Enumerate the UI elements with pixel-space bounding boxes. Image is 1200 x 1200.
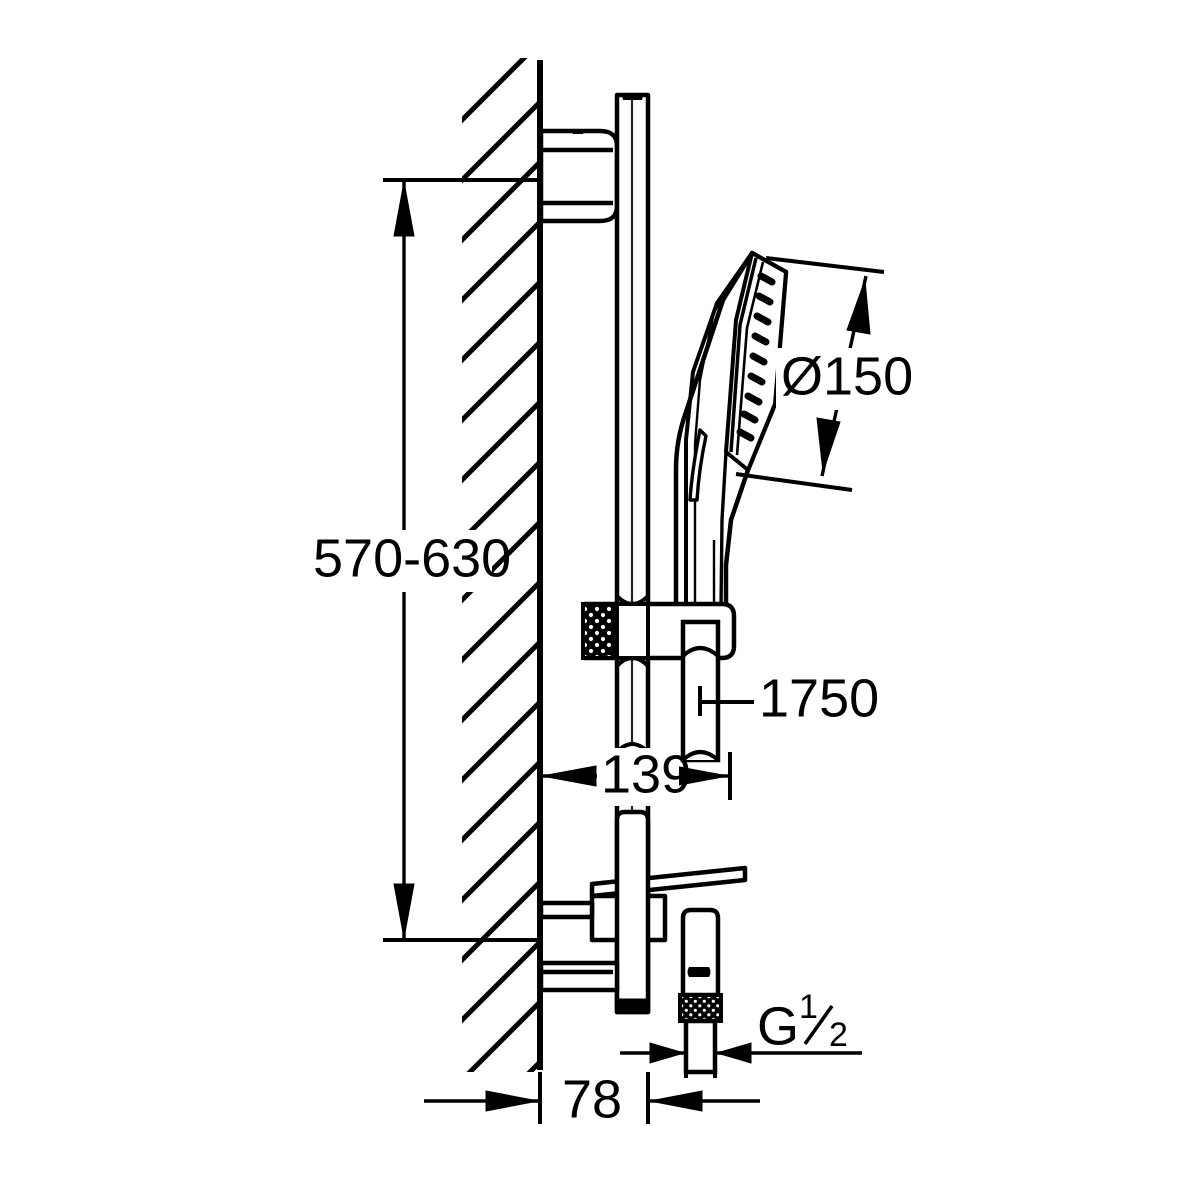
dimension-rail-height: 570-630 xyxy=(306,178,540,942)
ext-line-head-bottom xyxy=(735,472,853,492)
hose-thread-end xyxy=(683,1018,718,1075)
dimension-label-projection-rail: 78 xyxy=(562,1069,622,1129)
arrow-down xyxy=(393,883,415,939)
arrow-78-right xyxy=(649,1090,703,1112)
handle-front-contour xyxy=(719,451,728,608)
dim-text-backdrop-139 xyxy=(597,748,679,806)
dimension-label-hose-length: 1750 xyxy=(759,668,879,728)
dimension-label-hose-thread-numerator: 1 xyxy=(799,988,818,1026)
dim-text-backdrop xyxy=(306,530,492,592)
rail-neck-upper xyxy=(615,594,650,606)
dimension-projection-rail: 78 xyxy=(424,1069,760,1129)
dimension-label-hose-thread-g: G xyxy=(757,996,799,1056)
rail-foot-cap xyxy=(615,998,650,1014)
hose-knurled-nut xyxy=(678,993,723,1023)
arrow-head-down xyxy=(816,417,841,473)
arrow-78-left xyxy=(485,1090,539,1112)
bracket-post xyxy=(614,809,651,1015)
dimension-head-diameter: Ø150 xyxy=(735,256,928,492)
dimension-label-projection-total: 139 xyxy=(601,744,691,804)
arrow-g12-left xyxy=(649,1042,686,1064)
hand-shower xyxy=(670,250,789,625)
handle-thumb-recess xyxy=(688,428,708,502)
fraction-slash xyxy=(803,1004,834,1046)
dimension-label-rail-height: 570-630 xyxy=(313,528,511,588)
dimension-hose-length: 1750 xyxy=(698,668,879,728)
face-bevel-line-2 xyxy=(735,261,765,456)
dimension-projection-total: 139 xyxy=(540,744,732,806)
arrow-up xyxy=(393,181,415,237)
upper-wall-bracket xyxy=(538,128,620,224)
arrow-g12-right xyxy=(715,1042,752,1064)
holder-knurled-knob[interactable] xyxy=(581,602,617,660)
ext-line-head-top xyxy=(765,256,885,274)
holder-rail-clamp xyxy=(615,602,650,660)
arrow-head-up xyxy=(846,279,871,335)
wall-mount-upper xyxy=(538,900,595,920)
hose-coupling-mark xyxy=(687,967,711,977)
wall-mount-lower xyxy=(538,960,620,993)
face-bevel-line-1 xyxy=(729,257,758,453)
lower-wall-bracket xyxy=(538,809,748,1015)
spray-nozzle-texture xyxy=(736,272,776,442)
rail-neck-lower xyxy=(615,656,650,668)
shower-hose-lower xyxy=(678,907,723,1075)
dimension-hose-thread: G 1 2 xyxy=(620,988,862,1078)
arrow-139-left xyxy=(541,765,597,787)
dim-text-backdrop-head xyxy=(776,348,928,410)
hose-upper-bend xyxy=(681,646,720,658)
dimension-label-head-diameter: Ø150 xyxy=(781,346,913,406)
hose-lower-body xyxy=(680,907,721,998)
hose-upper-break xyxy=(681,750,720,762)
dimension-label-hose-thread-denominator: 2 xyxy=(829,1016,848,1054)
handle-back-contour xyxy=(684,251,754,607)
